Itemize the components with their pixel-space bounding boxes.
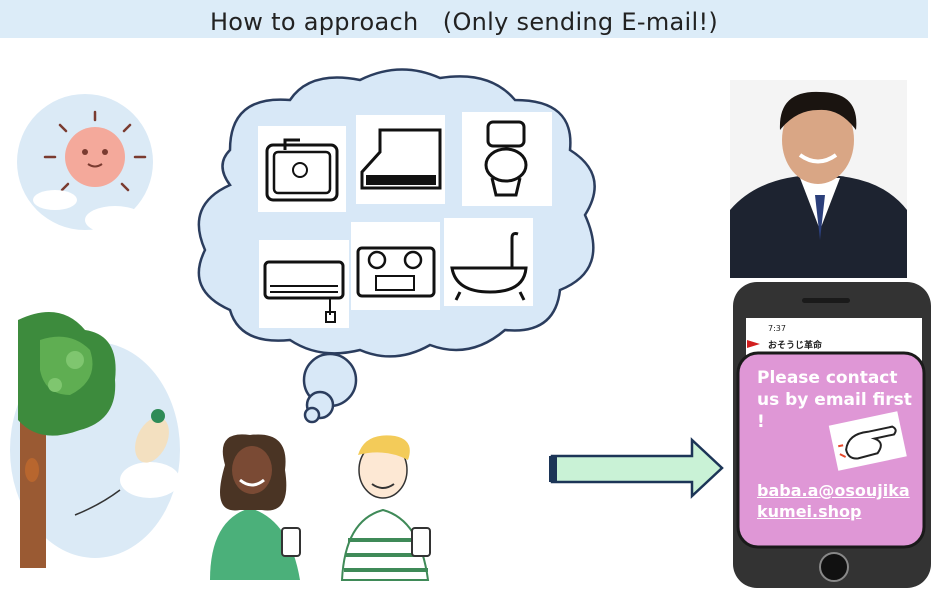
gas-stove-icon xyxy=(351,222,440,310)
people-illustration xyxy=(210,434,431,581)
bathtub-icon xyxy=(444,218,533,306)
range-hood-icon xyxy=(356,115,445,204)
contact-popup xyxy=(736,351,926,549)
profile-photo xyxy=(730,80,907,278)
air-conditioner-icon xyxy=(259,240,349,328)
arrow-right-icon xyxy=(549,437,724,499)
banner-title: How to approach (Only sending E-mail!) xyxy=(209,7,719,36)
contact-message: Please contact us by email first ! xyxy=(757,368,912,432)
tree-cicada-illustration xyxy=(10,312,180,568)
sink-icon xyxy=(258,126,346,212)
phone-brand-name: おそうじ革命 xyxy=(768,341,823,351)
title-banner: How to approach (Only sending E-mail!) xyxy=(0,0,928,38)
phone-status-time: 7:37 xyxy=(768,324,786,333)
toilet-icon xyxy=(462,112,552,206)
email-link[interactable]: baba.a@osoujikakumei.shop xyxy=(757,481,910,521)
sun-illustration xyxy=(17,94,153,234)
pointing-hand-icon xyxy=(828,411,907,471)
